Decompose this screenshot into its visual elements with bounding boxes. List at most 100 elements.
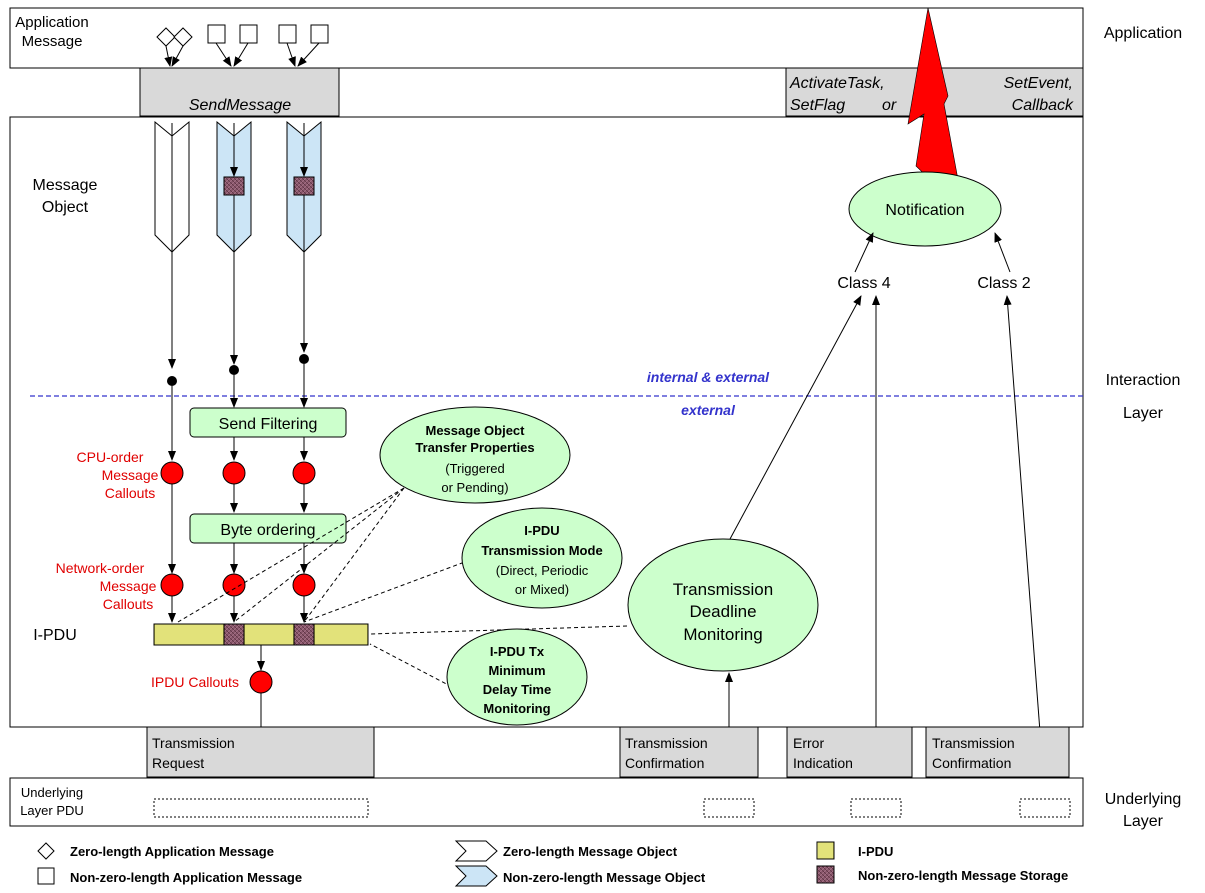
network-order-callout-2 xyxy=(222,573,246,597)
legend-storage: Non-zero-length Message Storage xyxy=(858,868,1068,883)
external-label: external xyxy=(681,402,736,418)
underlying-layer-label-2: Layer xyxy=(1123,813,1164,830)
ipdu-tx-min-delay-monitoring xyxy=(446,628,588,726)
underlying-layer-label-1: Underlying xyxy=(1105,791,1181,808)
message-storage-2 xyxy=(293,176,315,196)
ipdu-mode-label-2: Transmission Mode xyxy=(481,543,602,558)
min-delay-label-4: Monitoring xyxy=(483,701,550,716)
set-flag-label: SetFlag xyxy=(790,97,845,114)
class-2-label: Class 2 xyxy=(977,275,1030,292)
legend-ipdu: I-PDU xyxy=(858,844,893,859)
byte-ordering-box xyxy=(189,513,347,544)
callback-label: Callback xyxy=(1012,97,1074,114)
activate-task-label: ActivateTask, xyxy=(789,75,885,92)
transmission-confirmation-box-2 xyxy=(925,726,1070,778)
transmission-confirmation-box-1 xyxy=(619,726,759,778)
underlying-pdu-label-1: Underlying xyxy=(21,785,83,800)
min-delay-label-1: I-PDU Tx xyxy=(490,644,545,659)
mo-transfer-label-4: or Pending) xyxy=(441,480,508,495)
legend-diamond-icon xyxy=(37,842,55,860)
cpu-order-callout-3 xyxy=(292,461,316,485)
mo-transfer-label-3: (Triggered xyxy=(445,461,504,476)
flow-dot-1 xyxy=(167,376,177,386)
deadline-label-1: Transmission xyxy=(673,580,773,599)
network-order-callout-3 xyxy=(292,573,316,597)
legend-zero-mo-icon xyxy=(454,840,498,862)
cpu-order-label-2: Message xyxy=(102,467,159,483)
underlying-pdu-3 xyxy=(850,798,902,818)
notification-ellipse xyxy=(848,171,1002,247)
legend-zero-mo: Zero-length Message Object xyxy=(503,844,678,859)
tx-request-label-2: Request xyxy=(152,755,204,771)
notification-label: Notification xyxy=(885,202,964,219)
send-filtering-label: Send Filtering xyxy=(219,416,318,433)
ipdu-label: I-PDU xyxy=(33,627,77,644)
application-layer-label: Application xyxy=(1104,25,1182,42)
or-label: or xyxy=(882,97,897,114)
ipdu-storage-1 xyxy=(223,623,245,646)
tx-confirm2-label-2: Confirmation xyxy=(932,755,1011,771)
legend-nonzero-mo-icon xyxy=(454,865,498,887)
legend: Zero-length Application Message Non-zero… xyxy=(37,840,1068,887)
deadline-label-2: Deadline xyxy=(689,602,756,621)
legend-nonzero-app: Non-zero-length Application Message xyxy=(70,870,302,885)
cpu-order-label-3: Callouts xyxy=(105,485,156,501)
send-message-label: SendMessage xyxy=(189,97,291,114)
underlying-pdu-4 xyxy=(1019,798,1071,818)
set-event-label: SetEvent, xyxy=(1004,75,1073,92)
tx-confirm-label-2: Confirmation xyxy=(625,755,704,771)
interaction-layer-box xyxy=(9,116,1084,728)
cpu-order-label-1: CPU-order xyxy=(77,449,144,465)
message-storage-1 xyxy=(223,176,245,196)
min-delay-label-3: Delay Time xyxy=(483,682,551,697)
network-order-label-1: Network-order xyxy=(56,560,145,576)
underlying-pdu-label-2: Layer PDU xyxy=(20,803,84,818)
send-filtering-box xyxy=(189,407,347,438)
interaction-layer-label-1: Interaction xyxy=(1106,372,1181,389)
nonzero-length-app-messages-2 xyxy=(278,24,329,67)
ipdu-mode-label-1: I-PDU xyxy=(524,523,559,538)
message-object-transfer-properties xyxy=(379,406,571,504)
nonzero-length-app-messages-1 xyxy=(207,24,258,67)
ipdu-mode-label-4: or Mixed) xyxy=(515,582,569,597)
legend-square-icon xyxy=(37,867,55,885)
message-object-label-1: Message xyxy=(33,177,98,194)
property-links xyxy=(177,487,628,691)
transmission-deadline-monitoring xyxy=(627,538,819,672)
tx-request-label-1: Transmission xyxy=(152,735,235,751)
class-4-label: Class 4 xyxy=(837,275,890,292)
flow-dot-3 xyxy=(299,354,309,364)
app-message-label-1: Application xyxy=(15,14,88,31)
ipdu-callouts-label: IPDU Callouts xyxy=(151,674,239,690)
network-order-callout-1 xyxy=(160,573,184,597)
ipdu-transmission-mode xyxy=(461,507,623,609)
cpu-order-callout-1 xyxy=(160,461,184,485)
underlying-pdu-1 xyxy=(153,798,369,818)
ipdu-callout xyxy=(249,670,273,694)
network-order-label-3: Callouts xyxy=(103,596,154,612)
transmission-request-box xyxy=(146,726,375,778)
zero-length-app-messages xyxy=(156,27,193,67)
underlying-pdu-2 xyxy=(703,798,755,818)
send-message-api-box xyxy=(139,67,340,117)
legend-storage-icon xyxy=(816,865,835,884)
deadline-label-3: Monitoring xyxy=(683,625,762,644)
legend-ipdu-icon xyxy=(816,841,835,860)
legend-nonzero-mo: Non-zero-length Message Object xyxy=(503,870,706,885)
interaction-layer-label-2: Layer xyxy=(1123,405,1164,422)
mo-transfer-label-1: Message Object xyxy=(426,423,526,438)
byte-ordering-label: Byte ordering xyxy=(220,522,315,539)
ipdu-storage-2 xyxy=(293,623,315,646)
tx-confirm-label-1: Transmission xyxy=(625,735,708,751)
error-indication-label-2: Indication xyxy=(793,755,853,771)
cpu-order-callout-2 xyxy=(222,461,246,485)
ipdu-bar xyxy=(153,623,369,646)
min-delay-label-2: Minimum xyxy=(488,663,545,678)
internal-external-label: internal & external xyxy=(647,369,770,385)
ipdu-mode-label-3: (Direct, Periodic xyxy=(496,563,589,578)
network-order-label-2: Message xyxy=(100,578,157,594)
app-message-label-2: Message xyxy=(22,33,83,50)
message-object-label-2: Object xyxy=(42,199,89,216)
mo-transfer-label-2: Transfer Properties xyxy=(415,440,534,455)
